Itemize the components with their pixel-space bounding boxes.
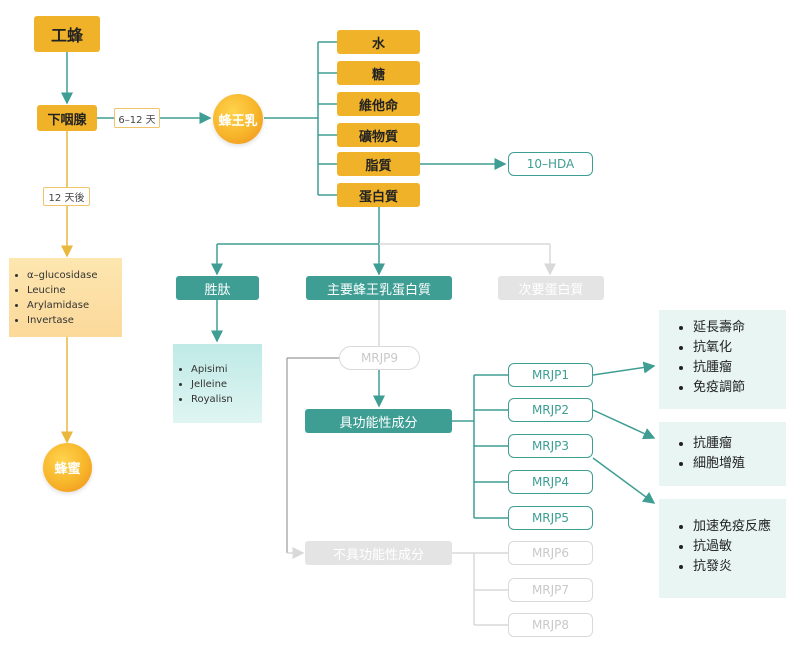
mrjp2-node: MRJP2 <box>508 398 593 422</box>
effect-item: 細胞增殖 <box>693 454 786 474</box>
effect-item: 抗發炎 <box>693 557 786 577</box>
enzyme-item: Invertase <box>27 313 122 328</box>
minor-proteins-node: 次要蛋白質 <box>498 276 604 300</box>
hda-node: 10–HDA <box>508 152 593 176</box>
enzyme-item: Leucine <box>27 283 122 298</box>
component-protein: 蛋白質 <box>337 183 420 207</box>
mrjp8-node: MRJP8 <box>508 613 593 637</box>
enzyme-item: Arylamidase <box>27 298 122 313</box>
hypopharyngeal-gland-node: 下咽腺 <box>37 105 97 131</box>
worker-bee-node: 工蜂 <box>34 16 100 52</box>
enzyme-panel: α–glucosidase Leucine Arylamidase Invert… <box>9 258 122 337</box>
effects-mrjp3-panel: 加速免疫反應 抗過敏 抗發炎 <box>659 499 786 598</box>
functional-node: 具功能性成分 <box>305 409 452 433</box>
mrjp7-node: MRJP7 <box>508 578 593 602</box>
after-12-days-label: 12 天後 <box>43 187 90 206</box>
effect-item: 加速免疫反應 <box>693 517 786 537</box>
mrjp9-node: MRJP9 <box>339 346 420 370</box>
mrjp6-node: MRJP6 <box>508 541 593 565</box>
effect-item: 免疫調節 <box>693 378 786 398</box>
component-minerals: 礦物質 <box>337 123 420 147</box>
major-proteins-node: 主要蜂王乳蛋白質 <box>306 276 452 300</box>
mrjp4-node: MRJP4 <box>508 470 593 494</box>
peptide-item: Royalisn <box>191 392 262 407</box>
royal-jelly-node: 蜂王乳 <box>213 94 263 144</box>
peptide-panel: Apisimi Jelleine Royalisn <box>173 344 262 423</box>
component-water: 水 <box>337 30 420 54</box>
effect-item: 抗腫瘤 <box>693 434 786 454</box>
mrjp5-node: MRJP5 <box>508 506 593 530</box>
effect-item: 抗過敏 <box>693 537 786 557</box>
effect-item: 抗腫瘤 <box>693 358 786 378</box>
peptide-item: Apisimi <box>191 362 262 377</box>
honey-node: 蜂蜜 <box>43 443 92 492</box>
peptides-node: 胜肽 <box>176 276 259 300</box>
mrjp3-node: MRJP3 <box>508 434 593 458</box>
component-lipids: 脂質 <box>337 152 420 176</box>
mrjp1-node: MRJP1 <box>508 363 593 387</box>
component-vitamins: 維他命 <box>337 92 420 116</box>
effect-item: 延長壽命 <box>693 318 786 338</box>
non-functional-node: 不具功能性成分 <box>305 541 452 565</box>
component-sugar: 糖 <box>337 61 420 85</box>
effects-mrjp1-panel: 延長壽命 抗氧化 抗腫瘤 免疫調節 <box>659 310 786 409</box>
enzyme-item: α–glucosidase <box>27 268 122 283</box>
peptide-item: Jelleine <box>191 377 262 392</box>
effects-mrjp2-panel: 抗腫瘤 細胞增殖 <box>659 422 786 486</box>
effect-item: 抗氧化 <box>693 338 786 358</box>
days-6-12-label: 6–12 天 <box>114 108 160 128</box>
